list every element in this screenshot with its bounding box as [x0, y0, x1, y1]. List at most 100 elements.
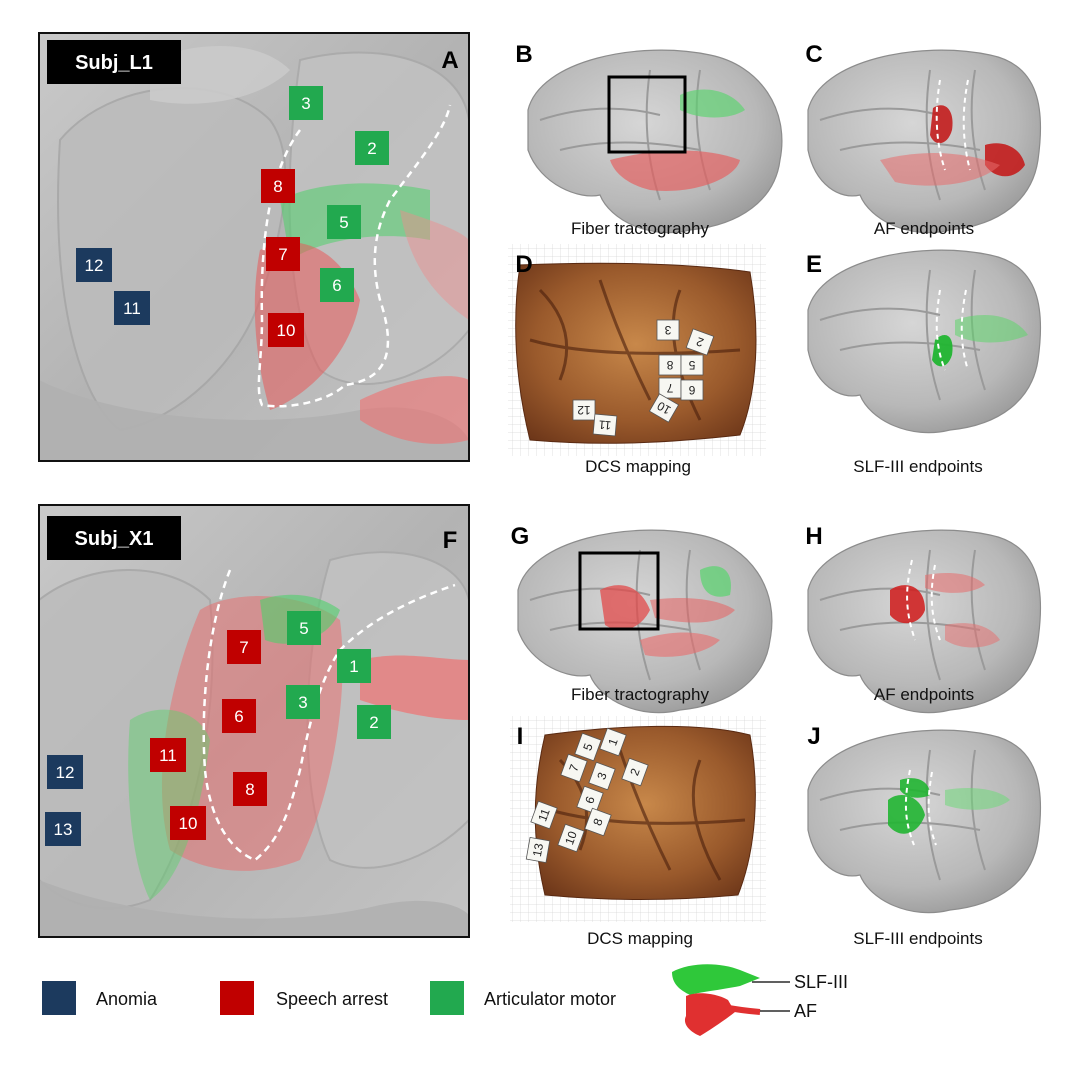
paper-tag: 3 — [656, 319, 680, 341]
panel-c: C AF endpoints — [805, 41, 1042, 238]
paper-tag-label: 3 — [594, 770, 610, 781]
paper-tag: 11 — [530, 800, 558, 830]
paper-tag: 3 — [588, 761, 616, 791]
site-marker-10 — [170, 806, 206, 840]
paper-tag: 6 — [680, 379, 704, 401]
paper-tag: 10 — [557, 823, 585, 853]
site-marker-8 — [233, 772, 267, 806]
panel-letter: J — [807, 723, 820, 750]
paper-tag: 12 — [572, 399, 596, 421]
panel-caption: SLF-III endpoints — [853, 929, 982, 948]
site-marker-5 — [327, 205, 361, 239]
site-marker-label: 8 — [273, 177, 282, 196]
paper-tag-label: 8 — [590, 816, 606, 827]
site-marker-label: 3 — [301, 94, 310, 113]
site-marker-label: 10 — [277, 321, 296, 340]
paper-tag-label: 13 — [530, 842, 546, 858]
site-marker-label: 5 — [299, 619, 308, 638]
panel-j: J SLF-III endpoints — [807, 723, 1042, 948]
paper-tag-label: 7 — [666, 381, 673, 395]
panel-caption: Fiber tractography — [571, 219, 709, 238]
paper-tag: 2 — [685, 328, 715, 356]
panel-caption: AF endpoints — [874, 219, 974, 238]
panel-b: B Fiber tractography — [515, 41, 783, 238]
tract-schematic-icon — [672, 964, 761, 1036]
site-marker-12 — [76, 248, 112, 282]
paper-tag-label: 10 — [654, 398, 673, 417]
site-marker-5 — [287, 611, 321, 645]
paper-tag-label: 3 — [664, 323, 671, 337]
legend-swatch-anomia — [42, 981, 76, 1015]
paper-tag-label: 12 — [577, 403, 591, 417]
panel-h: H AF endpoints — [805, 523, 1042, 714]
paper-tag-label: 11 — [598, 417, 612, 432]
legend-label-speech-arrest: Speech arrest — [276, 989, 388, 1009]
paper-tag-label: 7 — [566, 762, 582, 773]
panel-caption: AF endpoints — [874, 685, 974, 704]
site-marker-7 — [227, 630, 261, 664]
site-marker-3 — [289, 86, 323, 120]
site-marker-label: 7 — [239, 638, 248, 657]
site-marker-label: 11 — [159, 746, 177, 765]
site-marker-6 — [222, 699, 256, 733]
site-marker-13 — [45, 812, 81, 846]
paper-tag-label: 11 — [535, 806, 553, 823]
legend-swatch-speech-arrest — [220, 981, 254, 1015]
paper-tag-label: 5 — [580, 741, 596, 752]
paper-tag-label: 8 — [666, 358, 673, 372]
panel-letter: E — [806, 251, 822, 278]
panel-caption: DCS mapping — [587, 929, 693, 948]
site-marker-6 — [320, 268, 354, 302]
paper-tag: 5 — [574, 732, 602, 762]
subject-label: Subj_X1 — [75, 528, 154, 550]
legend-label-af: AF — [794, 1001, 817, 1021]
panel-g: G Fiber tractography — [511, 523, 773, 714]
legend-label-anomia: Anomia — [96, 989, 158, 1009]
site-marker-11 — [114, 291, 150, 325]
site-marker-label: 13 — [54, 820, 73, 839]
paper-tag: 10 — [648, 393, 680, 423]
site-marker-label: 2 — [369, 713, 378, 732]
paper-tag: 1 — [599, 727, 627, 757]
panel-caption: Fiber tractography — [571, 685, 709, 704]
paper-tag-label: 6 — [582, 794, 598, 805]
panel-caption: DCS mapping — [585, 457, 691, 476]
legend: Anomia Speech arrest Articulator motor S… — [42, 964, 848, 1036]
site-marker-label: 8 — [245, 780, 254, 799]
panel-letter: H — [805, 523, 822, 550]
paper-tag-label: 2 — [694, 334, 705, 350]
panel-letter: G — [511, 523, 530, 550]
site-marker-label: 3 — [298, 693, 307, 712]
site-marker-10 — [268, 313, 304, 347]
site-marker-8 — [261, 169, 295, 203]
paper-tag-label: 2 — [627, 766, 643, 777]
panel-caption: SLF-III endpoints — [853, 457, 982, 476]
site-marker-label: 7 — [278, 245, 287, 264]
legend-label-articulator-motor: Articulator motor — [484, 989, 616, 1009]
paper-tag: 13 — [525, 836, 551, 864]
panel-letter: I — [517, 723, 524, 750]
site-marker-label: 1 — [349, 657, 358, 676]
site-marker-label: 6 — [332, 276, 341, 295]
site-marker-label: 10 — [179, 814, 198, 833]
subject-label: Subj_L1 — [75, 52, 153, 74]
site-marker-label: 12 — [85, 256, 104, 275]
site-marker-11 — [150, 738, 186, 772]
site-marker-3 — [286, 685, 320, 719]
site-marker-2 — [357, 705, 391, 739]
paper-tag: 7 — [560, 753, 588, 783]
paper-tag-label: 1 — [605, 736, 621, 747]
paper-tag-label: 5 — [688, 358, 695, 372]
paper-tag: 8 — [584, 807, 612, 837]
site-marker-label: 11 — [123, 299, 141, 318]
panel-letter: F — [443, 527, 458, 554]
legend-label-slf: SLF-III — [794, 972, 848, 992]
legend-swatch-articulator-motor — [430, 981, 464, 1015]
site-marker-7 — [266, 237, 300, 271]
